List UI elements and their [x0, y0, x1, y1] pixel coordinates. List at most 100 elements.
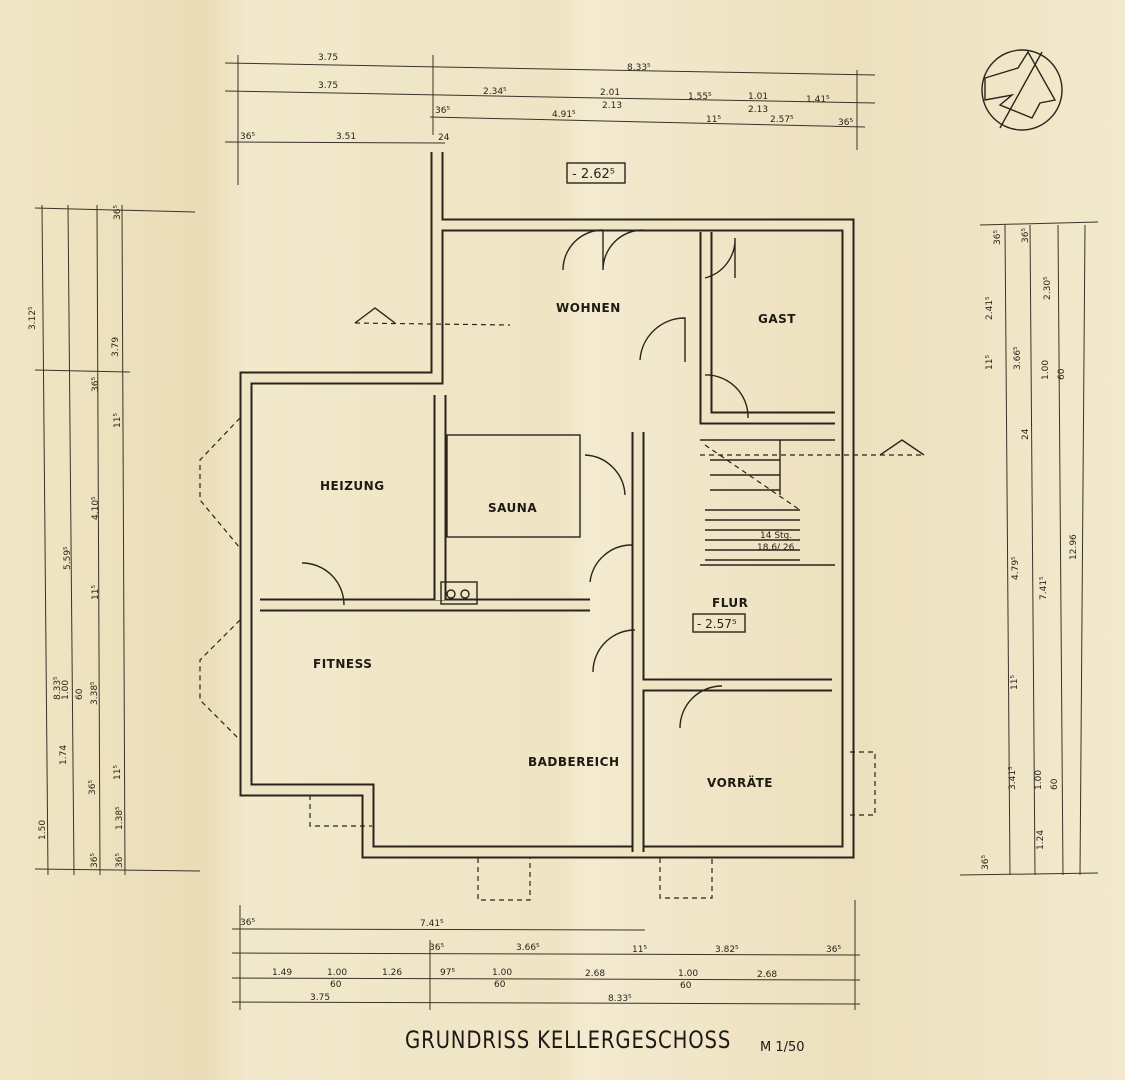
dimension-label-bottom: 36⁵ [826, 945, 841, 955]
dimension-label-top: 36⁵ [240, 132, 255, 142]
dimension-label-bottom: 60 [494, 980, 506, 990]
dimension-label-left: 60 [75, 688, 85, 700]
dimension-label-left: 3.79 [111, 337, 121, 357]
room-label-wohnen: WOHNEN [556, 301, 621, 315]
dimension-label-left: 8.33⁵ [53, 676, 63, 700]
dimension-label-right: 12.96 [1069, 534, 1079, 560]
room-label-vorraete: VORRÄTE [707, 775, 773, 790]
dimension-label-right: 60 [1050, 778, 1060, 790]
dimension-label-right: 11⁵ [985, 355, 995, 370]
dimension-label-bottom: 60 [330, 980, 342, 990]
dimension-label-left: 11⁵ [113, 765, 123, 780]
dimension-label-right: 36⁵ [981, 855, 991, 870]
dimension-label-right: 7.41⁵ [1039, 576, 1049, 600]
dimension-label-bottom: 36⁵ [429, 943, 444, 953]
room-label-badbereich: BADBEREICH [528, 755, 620, 769]
dimension-label-left: 5.59⁵ [63, 546, 73, 570]
dimension-label-left: 11⁵ [91, 585, 101, 600]
dimension-label-top: 36⁵ [435, 106, 450, 116]
dimension-label-right: 2.41⁵ [985, 296, 995, 320]
dimension-label-left: 36⁵ [90, 853, 100, 868]
dimension-label-left: 36⁵ [113, 205, 123, 220]
room-label-fitness: FITNESS [313, 657, 372, 671]
drawing-title: GRUNDRISS KELLERGESCHOSS [405, 1026, 732, 1054]
dimension-labels: 3.75 8.33⁵ 3.75 2.34⁵ 2.01 2.13 1.55⁵ 1.01 2.13 1… [28, 53, 1079, 1004]
dimension-label-right: 4.79⁵ [1011, 556, 1021, 580]
dimension-label-right: 1.00 [1041, 360, 1051, 380]
dimension-label-right: 11⁵ [1010, 675, 1020, 690]
dimension-label-left: 4.10⁵ [91, 496, 101, 520]
stair-note-ratio: 18,6/ 26 [757, 543, 795, 553]
dimension-label-bottom: 3.75 [310, 993, 330, 1003]
dimension-label-bottom: 11⁵ [632, 945, 647, 955]
dimension-label-bottom: 8.33⁵ [608, 994, 632, 1004]
dimension-label-bottom: 1.26 [382, 968, 402, 978]
dimension-label-bottom: 60 [680, 981, 692, 991]
dimension-label-left: 11⁵ [113, 413, 123, 428]
dimension-label-right: 1.24 [1036, 830, 1046, 850]
dimension-label-top: 3.51 [336, 132, 356, 142]
dimension-label-top: 24 [438, 133, 450, 143]
stairs [704, 440, 801, 561]
dimension-label-bottom: 1.00 [678, 969, 698, 979]
dimension-label-right: 3.66⁵ [1013, 346, 1023, 370]
level-mark-outside-box [566, 162, 626, 184]
dimension-label-bottom: 1.00 [492, 968, 512, 978]
dimension-label-right: 60 [1057, 368, 1067, 380]
dimension-label-bottom: 2.68 [585, 969, 605, 979]
dimension-label-right: 1.00 [1034, 770, 1044, 790]
dimension-label-left: 36⁵ [115, 853, 125, 868]
dimension-label-top: 1.01 [748, 92, 768, 102]
section-marker-icon [354, 307, 925, 456]
dimension-label-left: 3.38⁵ [90, 681, 100, 705]
dimension-label-top: 2.34⁵ [483, 87, 507, 97]
dimension-label-right: 24 [1021, 428, 1031, 440]
room-label-flur: FLUR [712, 596, 748, 610]
level-mark-flur: - 2.57⁵ [697, 617, 737, 631]
dimension-label-top: 8.33⁵ [627, 63, 651, 73]
dimension-label-left: 36⁵ [88, 780, 98, 795]
stair-note-steps: 14 Stg. [760, 531, 792, 541]
room-label-heizung: HEIZUNG [320, 479, 385, 493]
dimension-label-bottom: 2.68 [757, 970, 777, 980]
dimension-label-top: 2.57⁵ [770, 115, 794, 125]
dimension-label-left: 1.38⁵ [115, 806, 125, 830]
room-label-gast: GAST [758, 312, 796, 326]
dimension-lines [34, 55, 1099, 1010]
dimension-label-right: 36⁵ [1021, 228, 1031, 243]
dimension-label-right: 2.30⁵ [1043, 276, 1053, 300]
dimension-label-bottom: 1.00 [327, 968, 347, 978]
dimension-label-top: 2.13 [748, 105, 768, 115]
dimension-label-bottom: 36⁵ [240, 918, 255, 928]
dimension-label-top: 11⁵ [706, 115, 721, 125]
window-wells [199, 417, 876, 901]
doors [301, 229, 749, 729]
dimension-label-top: 3.75 [318, 81, 338, 91]
drawing-scale: M 1/50 [760, 1040, 805, 1055]
dimension-label-top: 4.91⁵ [552, 110, 576, 120]
dimension-label-right: 36⁵ [993, 230, 1003, 245]
dimension-label-top: 2.01 [600, 88, 620, 98]
level-mark-outside: - 2.62⁵ [572, 167, 615, 182]
dimension-label-left: 1.74 [59, 745, 69, 765]
dimension-label-top: 1.41⁵ [806, 95, 830, 105]
dimension-label-top: 36⁵ [838, 118, 853, 128]
dimension-label-bottom: 1.49 [272, 968, 292, 978]
north-arrow-icon [981, 49, 1063, 131]
level-mark-flur-box [692, 613, 746, 633]
dimension-label-bottom: 7.41⁵ [420, 919, 444, 929]
dimension-label-top: 3.75 [318, 53, 338, 63]
walls [199, 152, 876, 901]
dimension-label-top: 2.13 [602, 101, 622, 111]
dimension-label-left: 36⁵ [91, 377, 101, 392]
room-label-sauna: SAUNA [488, 501, 537, 515]
dimension-label-bottom: 97⁵ [440, 968, 455, 978]
dimension-label-left: 1.50 [38, 820, 48, 840]
dimension-label-top: 1.55⁵ [688, 92, 712, 102]
dimension-label-bottom: 3.82⁵ [715, 945, 739, 955]
dimension-label-bottom: 3.66⁵ [516, 943, 540, 953]
dimension-label-left: 1.00 [61, 680, 71, 700]
dimension-label-left: 3.12⁵ [28, 306, 38, 330]
